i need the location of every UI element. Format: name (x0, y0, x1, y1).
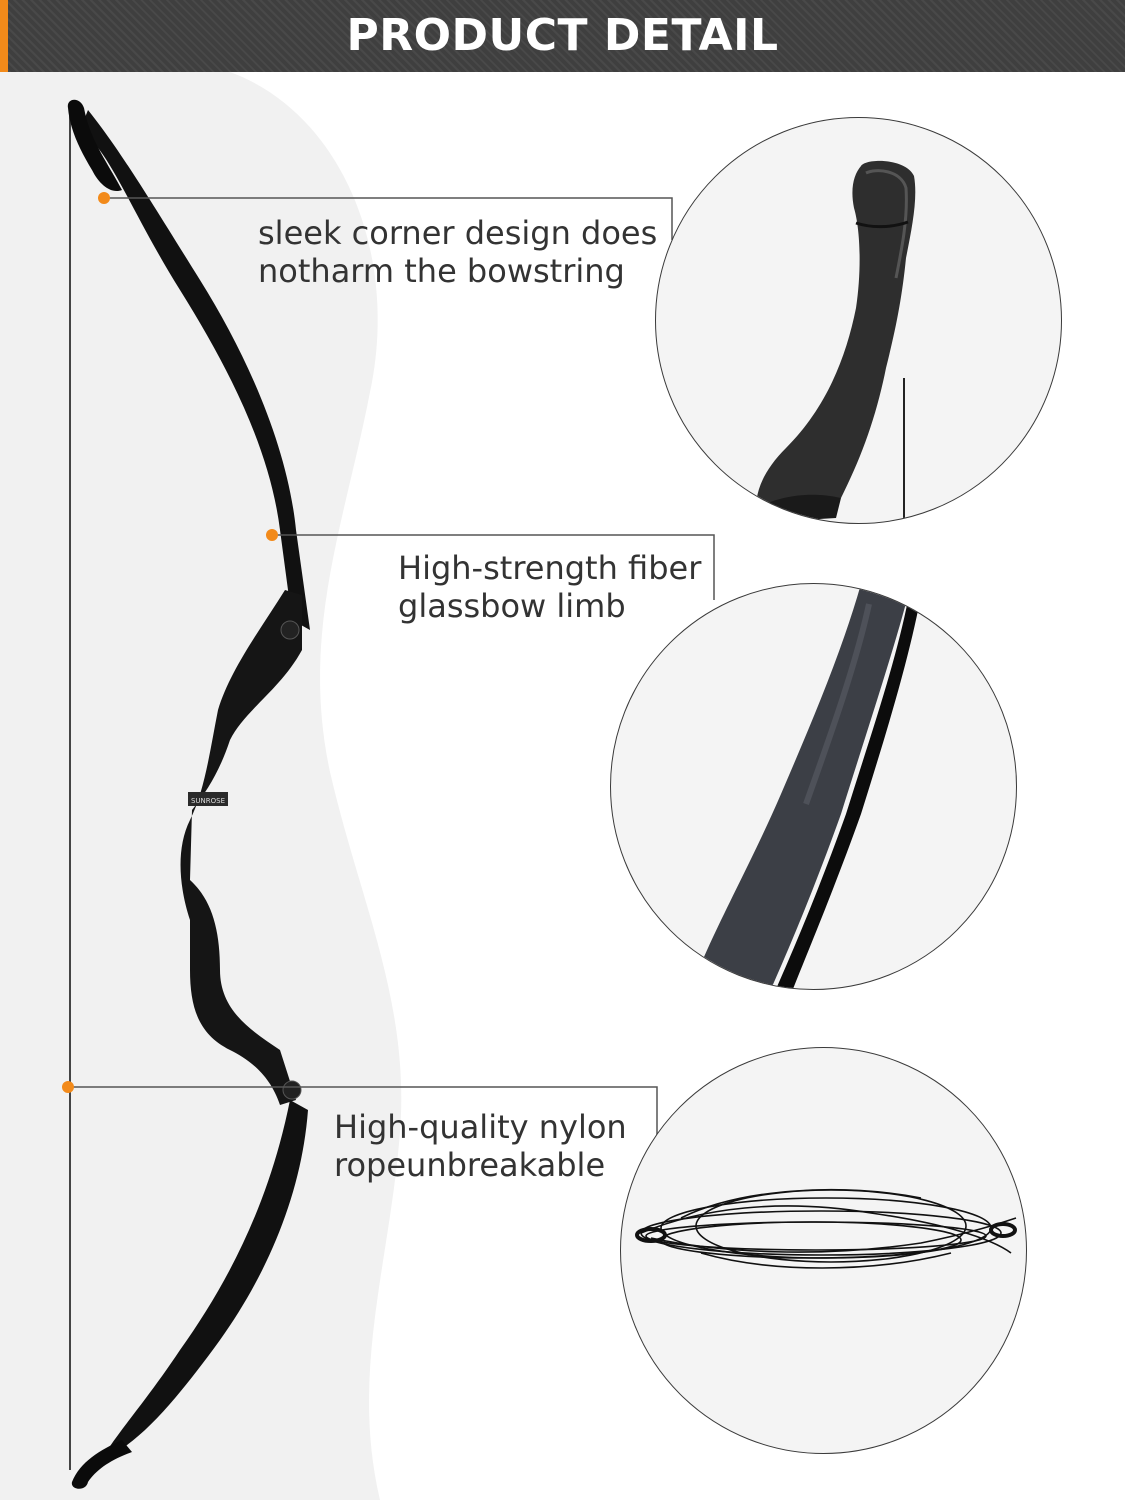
detail-circle-limb-surface (610, 583, 1017, 990)
upper-limb-tip (67, 99, 122, 192)
connector-line-3 (68, 1086, 658, 1140)
upper-limb (80, 110, 310, 630)
limb-surface-closeup-icon (691, 584, 923, 989)
header-accent (0, 0, 8, 72)
detail-circle-bowstring (620, 1047, 1027, 1454)
callout-corner-design-line1: sleek corner design does (258, 214, 658, 252)
page-title: PRODUCT DETAIL (346, 10, 779, 61)
riser (180, 590, 302, 1105)
lower-limb (96, 1100, 308, 1470)
connector-line-2 (272, 534, 715, 600)
recurve-bow-illustration: SUNROSE (67, 99, 310, 1489)
detail-circle-limb-tip (655, 117, 1062, 524)
callout-fiber-limb-line1: High-strength fiber (398, 549, 702, 587)
connector-dot-3 (62, 1081, 74, 1093)
callout-fiber-limb: High-strength fiber glassbow limb (398, 549, 701, 625)
connector-line-1 (104, 197, 673, 240)
limb-bolt-upper (280, 620, 300, 640)
limb-bolt-lower (282, 1080, 302, 1100)
connector-dot-2 (266, 529, 278, 541)
lower-limb-tip (71, 1440, 132, 1489)
riser-brand-text: SUNROSE (191, 797, 225, 805)
callout-corner-design: sleek corner design does notharm the bow… (258, 214, 657, 290)
callout-nylon-rope-line1: High-quality nylon (334, 1108, 627, 1146)
limb-tip-closeup-icon (754, 160, 916, 523)
callout-corner-design-line2: notharm the bowstring (258, 252, 625, 290)
callout-nylon-rope-line2: ropeunbreakable (334, 1146, 606, 1184)
callout-nylon-rope: High-quality nylon ropeunbreakable (334, 1108, 627, 1184)
callout-fiber-limb-line2: glassbow limb (398, 587, 626, 625)
bowstring-coil-icon (635, 1189, 1017, 1269)
riser-brand-plate (188, 792, 228, 806)
header-bar: PRODUCT DETAIL (0, 0, 1125, 72)
connector-dot-1 (98, 192, 110, 204)
